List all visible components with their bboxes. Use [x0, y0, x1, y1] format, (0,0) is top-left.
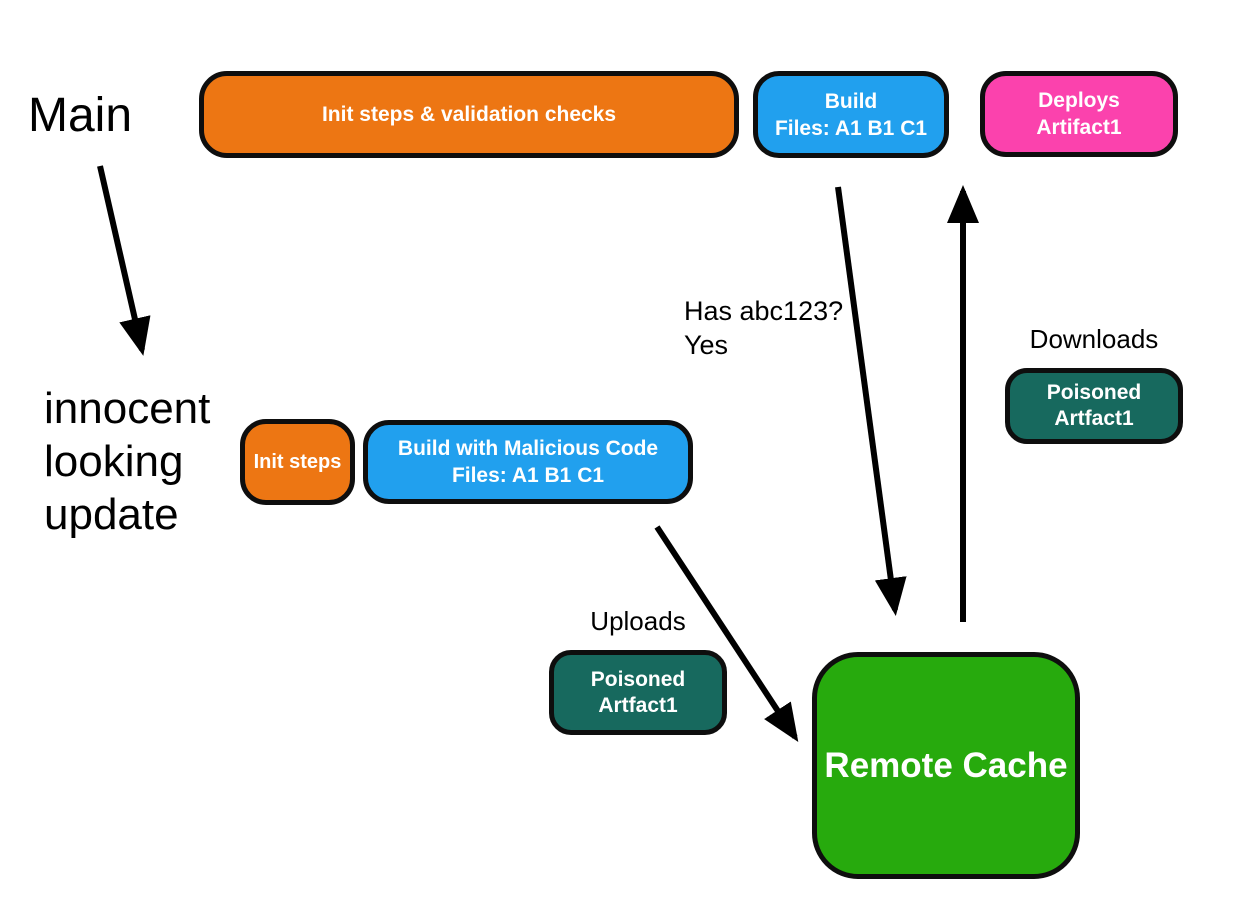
node-remote-cache-label: Remote Cache — [824, 745, 1068, 785]
label-innocent-update: innocent looking update — [44, 382, 210, 541]
node-build: Build Files: A1 B1 C1 — [753, 71, 949, 158]
node-poisoned-upload-line2: Artfact1 — [598, 693, 678, 717]
node-deploys-title: Deploys — [1038, 89, 1120, 112]
label-innocent-line2: looking — [44, 437, 184, 486]
label-uploads: Uploads — [590, 606, 686, 636]
node-init-validation-checks-label: Init steps & validation checks — [321, 102, 617, 126]
label-innocent-line3: update — [44, 490, 179, 539]
node-deploys-artifact: Artifact1 — [1036, 116, 1122, 139]
node-build-files: Files: A1 B1 C1 — [774, 116, 928, 140]
node-build-malicious-files: Files: A1 B1 C1 — [451, 464, 605, 487]
node-init-steps-label: Init steps — [253, 450, 342, 473]
arrow-main-to-update — [97, 165, 151, 356]
node-poisoned-download-line2: Artfact1 — [1054, 407, 1134, 430]
node-poisoned-artifact-upload: Poisoned Artfact1 — [549, 650, 727, 735]
node-poisoned-download-line1: Poisoned — [1046, 381, 1142, 404]
node-build-title: Build — [824, 89, 878, 113]
arrow-build-to-cache — [835, 186, 907, 616]
label-has-hash: Has abc123? Yes — [684, 294, 843, 362]
label-has-hash-question: Has abc123? — [684, 296, 844, 326]
node-deploys-artifact1: Deploys Artifact1 — [980, 71, 1178, 157]
node-build-malicious-title: Build with Malicious Code — [397, 437, 659, 460]
node-poisoned-artifact-download: Poisoned Artfact1 — [1005, 368, 1183, 444]
label-downloads: Downloads — [1029, 324, 1159, 354]
label-main: Main — [28, 89, 133, 142]
node-remote-cache: Remote Cache — [812, 652, 1080, 879]
label-innocent-line1: innocent — [44, 384, 211, 433]
node-init-validation-checks: Init steps & validation checks — [199, 71, 739, 158]
label-has-hash-answer: Yes — [684, 330, 729, 360]
node-poisoned-upload-line1: Poisoned — [590, 667, 686, 691]
node-init-steps: Init steps — [240, 419, 355, 505]
node-build-malicious: Build with Malicious Code Files: A1 B1 C… — [363, 420, 693, 504]
